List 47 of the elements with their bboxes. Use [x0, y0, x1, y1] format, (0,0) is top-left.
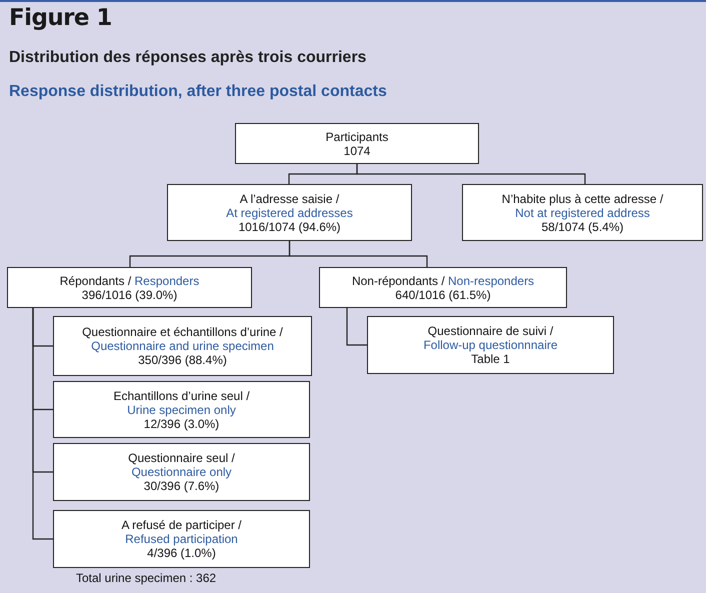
box-text: At registered addresses [226, 206, 353, 220]
box-text: Participants [326, 130, 388, 144]
process-box [167, 184, 412, 241]
box-text: Responders [134, 274, 200, 288]
box-text: Table 1 [471, 352, 510, 366]
process-box [319, 267, 567, 308]
box-text: Not at registered address [515, 206, 650, 220]
box-text: Refused participation [125, 532, 238, 546]
box-text: 1016/1074 (94.6%) [238, 220, 341, 234]
box-text: Urine specimen only [127, 402, 236, 416]
box-text: Questionnaire de suivi / [428, 324, 554, 338]
box-text: 4/396 (1.0%) [147, 546, 216, 560]
box-text: Répondants / [60, 274, 132, 288]
box-text: Non-répondants / [352, 274, 445, 288]
box-text: 58/1074 (5.4%) [541, 220, 624, 234]
process-box [462, 184, 703, 241]
connector-line [356, 164, 586, 184]
box-text: A refusé de participer / [121, 518, 242, 532]
box-text: 30/396 (7.6%) [144, 479, 220, 493]
box-text: Questionnaire seul / [128, 451, 235, 465]
box-text: Non-responders [447, 274, 534, 288]
connector-line [288, 241, 428, 267]
subtitle: Distribution des réponses après trois courriers [9, 48, 366, 68]
box-text: Questionnaire and urine specimen [91, 339, 274, 353]
box-text: Echantillons d’urine seul / [113, 388, 250, 402]
process-box [7, 267, 252, 308]
box-text: 396/1016 (39.0%) [82, 288, 178, 302]
box-text: 1074 [344, 144, 370, 158]
process-box [53, 316, 312, 376]
process-box [367, 316, 614, 374]
process-box [53, 443, 310, 501]
subtitle: Response distribution, after three postal contacts [9, 82, 387, 102]
box-text: 12/396 (3.0%) [144, 416, 220, 430]
process-box [53, 510, 310, 568]
process-box [53, 381, 310, 438]
box-text: Follow-up questionnnaire [423, 338, 558, 352]
box-text: 350/396 (88.4%) [138, 353, 227, 367]
note-text: Total urine specimen : 362 [76, 571, 216, 586]
box-text: Questionnaire only [131, 465, 232, 479]
process-box [235, 123, 479, 164]
box-text: A l’adresse saisie / [240, 192, 340, 206]
connector-line [346, 308, 367, 346]
figure-title: Figure 1 [9, 7, 112, 30]
box-text: N’habite plus à cette adresse / [502, 192, 664, 206]
box-text: Questionnaire et échantillons d’urine / [82, 325, 283, 339]
box-text: 640/1016 (61.5%) [395, 288, 491, 302]
connector-line [32, 308, 53, 540]
